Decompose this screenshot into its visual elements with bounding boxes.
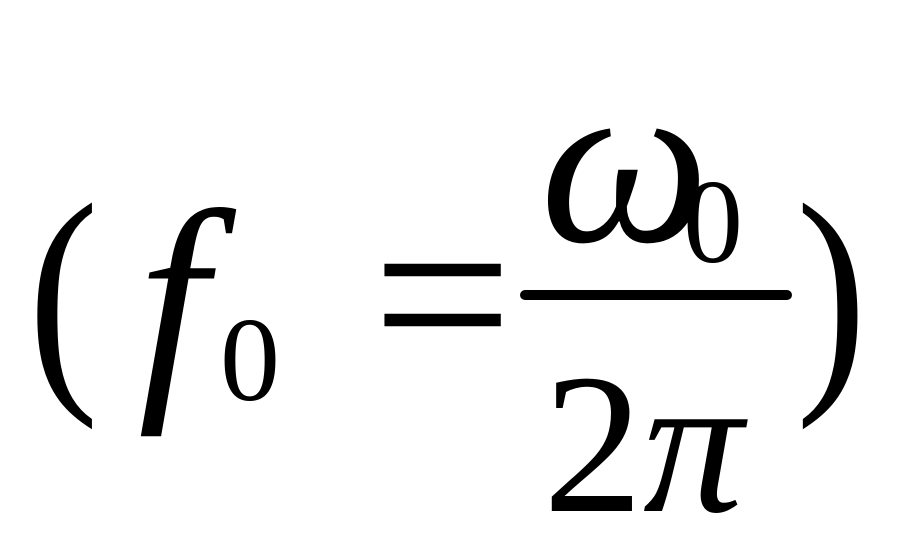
frequency-subscript: 0 [220, 293, 280, 426]
angular-frequency-symbol: ω [540, 27, 710, 293]
denominator-coefficient: 2 [543, 334, 643, 555]
equals-sign: = [372, 156, 513, 433]
frequency-variable: f [138, 161, 208, 438]
fraction-bar [520, 290, 792, 300]
open-parenthesis: ( [28, 154, 99, 431]
angular-frequency-subscript: 0 [683, 155, 743, 288]
close-parenthesis: ) [796, 154, 867, 431]
denominator: 2π [543, 345, 743, 545]
pi-symbol: π [643, 334, 744, 555]
